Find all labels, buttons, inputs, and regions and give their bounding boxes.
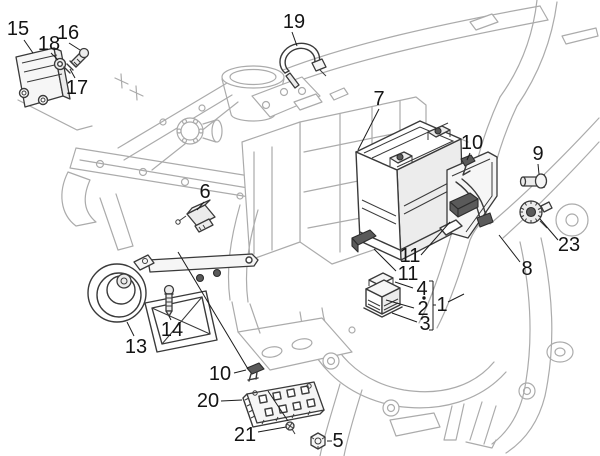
callout-15: 15 xyxy=(7,18,29,40)
callout-10: 10 xyxy=(461,132,483,154)
callout-5: 5 xyxy=(332,430,343,452)
callout-16: 16 xyxy=(57,22,79,44)
callout-11: 11 xyxy=(400,245,421,267)
callout-18: 18 xyxy=(38,33,60,55)
leader-line-20 xyxy=(220,399,243,402)
part-11-relay-a xyxy=(449,192,479,218)
part-5-nut xyxy=(310,432,326,450)
callout-23: 23 xyxy=(558,234,580,256)
callout-4: 4 xyxy=(416,278,427,300)
part-13-horn xyxy=(87,253,259,353)
callout-13: 13 xyxy=(125,336,147,358)
callout-21: 21 xyxy=(234,424,256,446)
leader-line-9 xyxy=(537,163,540,175)
part-23-ignition-switch xyxy=(519,200,553,229)
part-10-clip-lower xyxy=(246,362,265,382)
part-9-bolt xyxy=(519,173,548,189)
part-7-battery xyxy=(355,120,464,261)
leader-line-19 xyxy=(291,31,298,47)
leader-line-11 xyxy=(420,221,451,256)
callout-6: 6 xyxy=(199,181,210,203)
leader-line-21 xyxy=(257,426,287,433)
labelled-parts xyxy=(15,42,553,450)
leader-line-4 xyxy=(394,281,414,289)
callout-9: 9 xyxy=(532,143,543,165)
leader-line-7 xyxy=(357,108,380,151)
part-21-screw xyxy=(285,421,296,435)
leader-line-14 xyxy=(168,315,172,321)
leader-line-11 xyxy=(373,248,397,272)
callout-17: 17 xyxy=(66,77,88,99)
leader-line-21 xyxy=(267,390,289,422)
part-2-3-4-relay-assembly xyxy=(363,272,403,318)
leader-line-3 xyxy=(391,312,418,323)
callout-19: 19 xyxy=(283,11,305,33)
part-14-bolt xyxy=(163,284,175,317)
leader-line-10 xyxy=(177,251,249,370)
callout-14: 14 xyxy=(161,319,183,341)
part-17-spring-spacer xyxy=(63,60,77,74)
part-11-relay-b xyxy=(351,229,377,253)
callout-20: 20 xyxy=(197,390,219,412)
part-18-washer xyxy=(53,57,67,71)
callout-8: 8 xyxy=(521,258,532,280)
callout-10: 10 xyxy=(209,363,231,385)
leader-line-17 xyxy=(69,68,76,79)
leader-line-18 xyxy=(50,52,59,61)
callout-11: 11 xyxy=(398,263,419,285)
part-6-relay xyxy=(175,199,216,233)
part-20-fuse-plate xyxy=(242,381,325,428)
leader-line-2 xyxy=(385,299,415,309)
callout-2: 2 xyxy=(417,298,428,320)
callout-1: 1 xyxy=(436,294,447,316)
leader-line-15 xyxy=(23,39,34,54)
leader-line-10 xyxy=(466,152,471,161)
callout-7: 7 xyxy=(373,88,384,110)
part-15-voltage-regulator xyxy=(15,47,71,108)
callout-dot xyxy=(422,296,426,300)
leader-line-23 xyxy=(539,218,559,241)
leader-line-6 xyxy=(196,201,205,211)
leader-line-13 xyxy=(126,321,135,337)
part-10-clip-upper xyxy=(460,154,476,176)
leader-line-8 xyxy=(498,234,521,263)
callout-3: 3 xyxy=(419,313,430,335)
part-16-bolt xyxy=(70,47,90,68)
leader-line-10 xyxy=(233,369,247,374)
leader-line-16 xyxy=(68,42,81,51)
leader-line-1 xyxy=(447,293,465,303)
